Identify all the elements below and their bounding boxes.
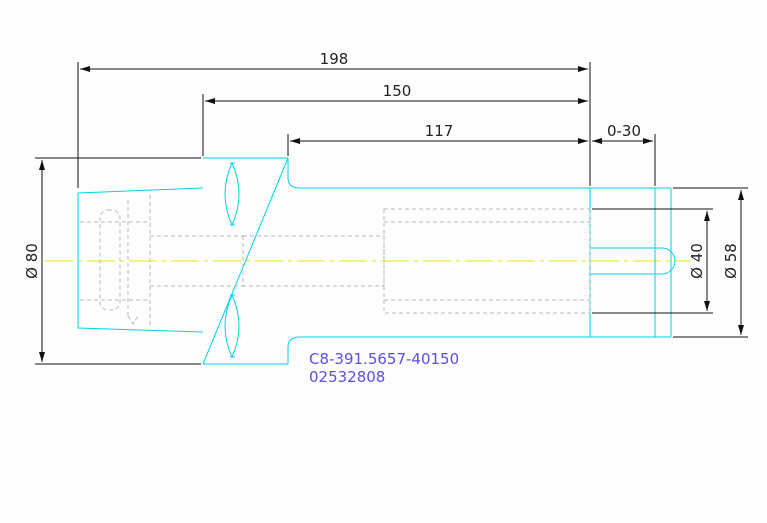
part-number-label: C8-391.5657-40150 <box>309 350 459 368</box>
dimension-lines <box>35 62 748 365</box>
part-code-label: 02532808 <box>309 368 385 386</box>
part-outline <box>77 157 676 365</box>
dim-length-0-30: 0-30 <box>607 122 641 140</box>
dim-length-117: 117 <box>425 122 454 140</box>
hidden-lines <box>80 195 591 326</box>
dim-diameter-80: Ø 80 <box>23 243 41 279</box>
dim-diameter-40: Ø 40 <box>688 243 706 279</box>
dim-length-150: 150 <box>383 82 412 100</box>
dim-length-198: 198 <box>320 50 349 68</box>
dim-diameter-58: Ø 58 <box>722 243 740 279</box>
